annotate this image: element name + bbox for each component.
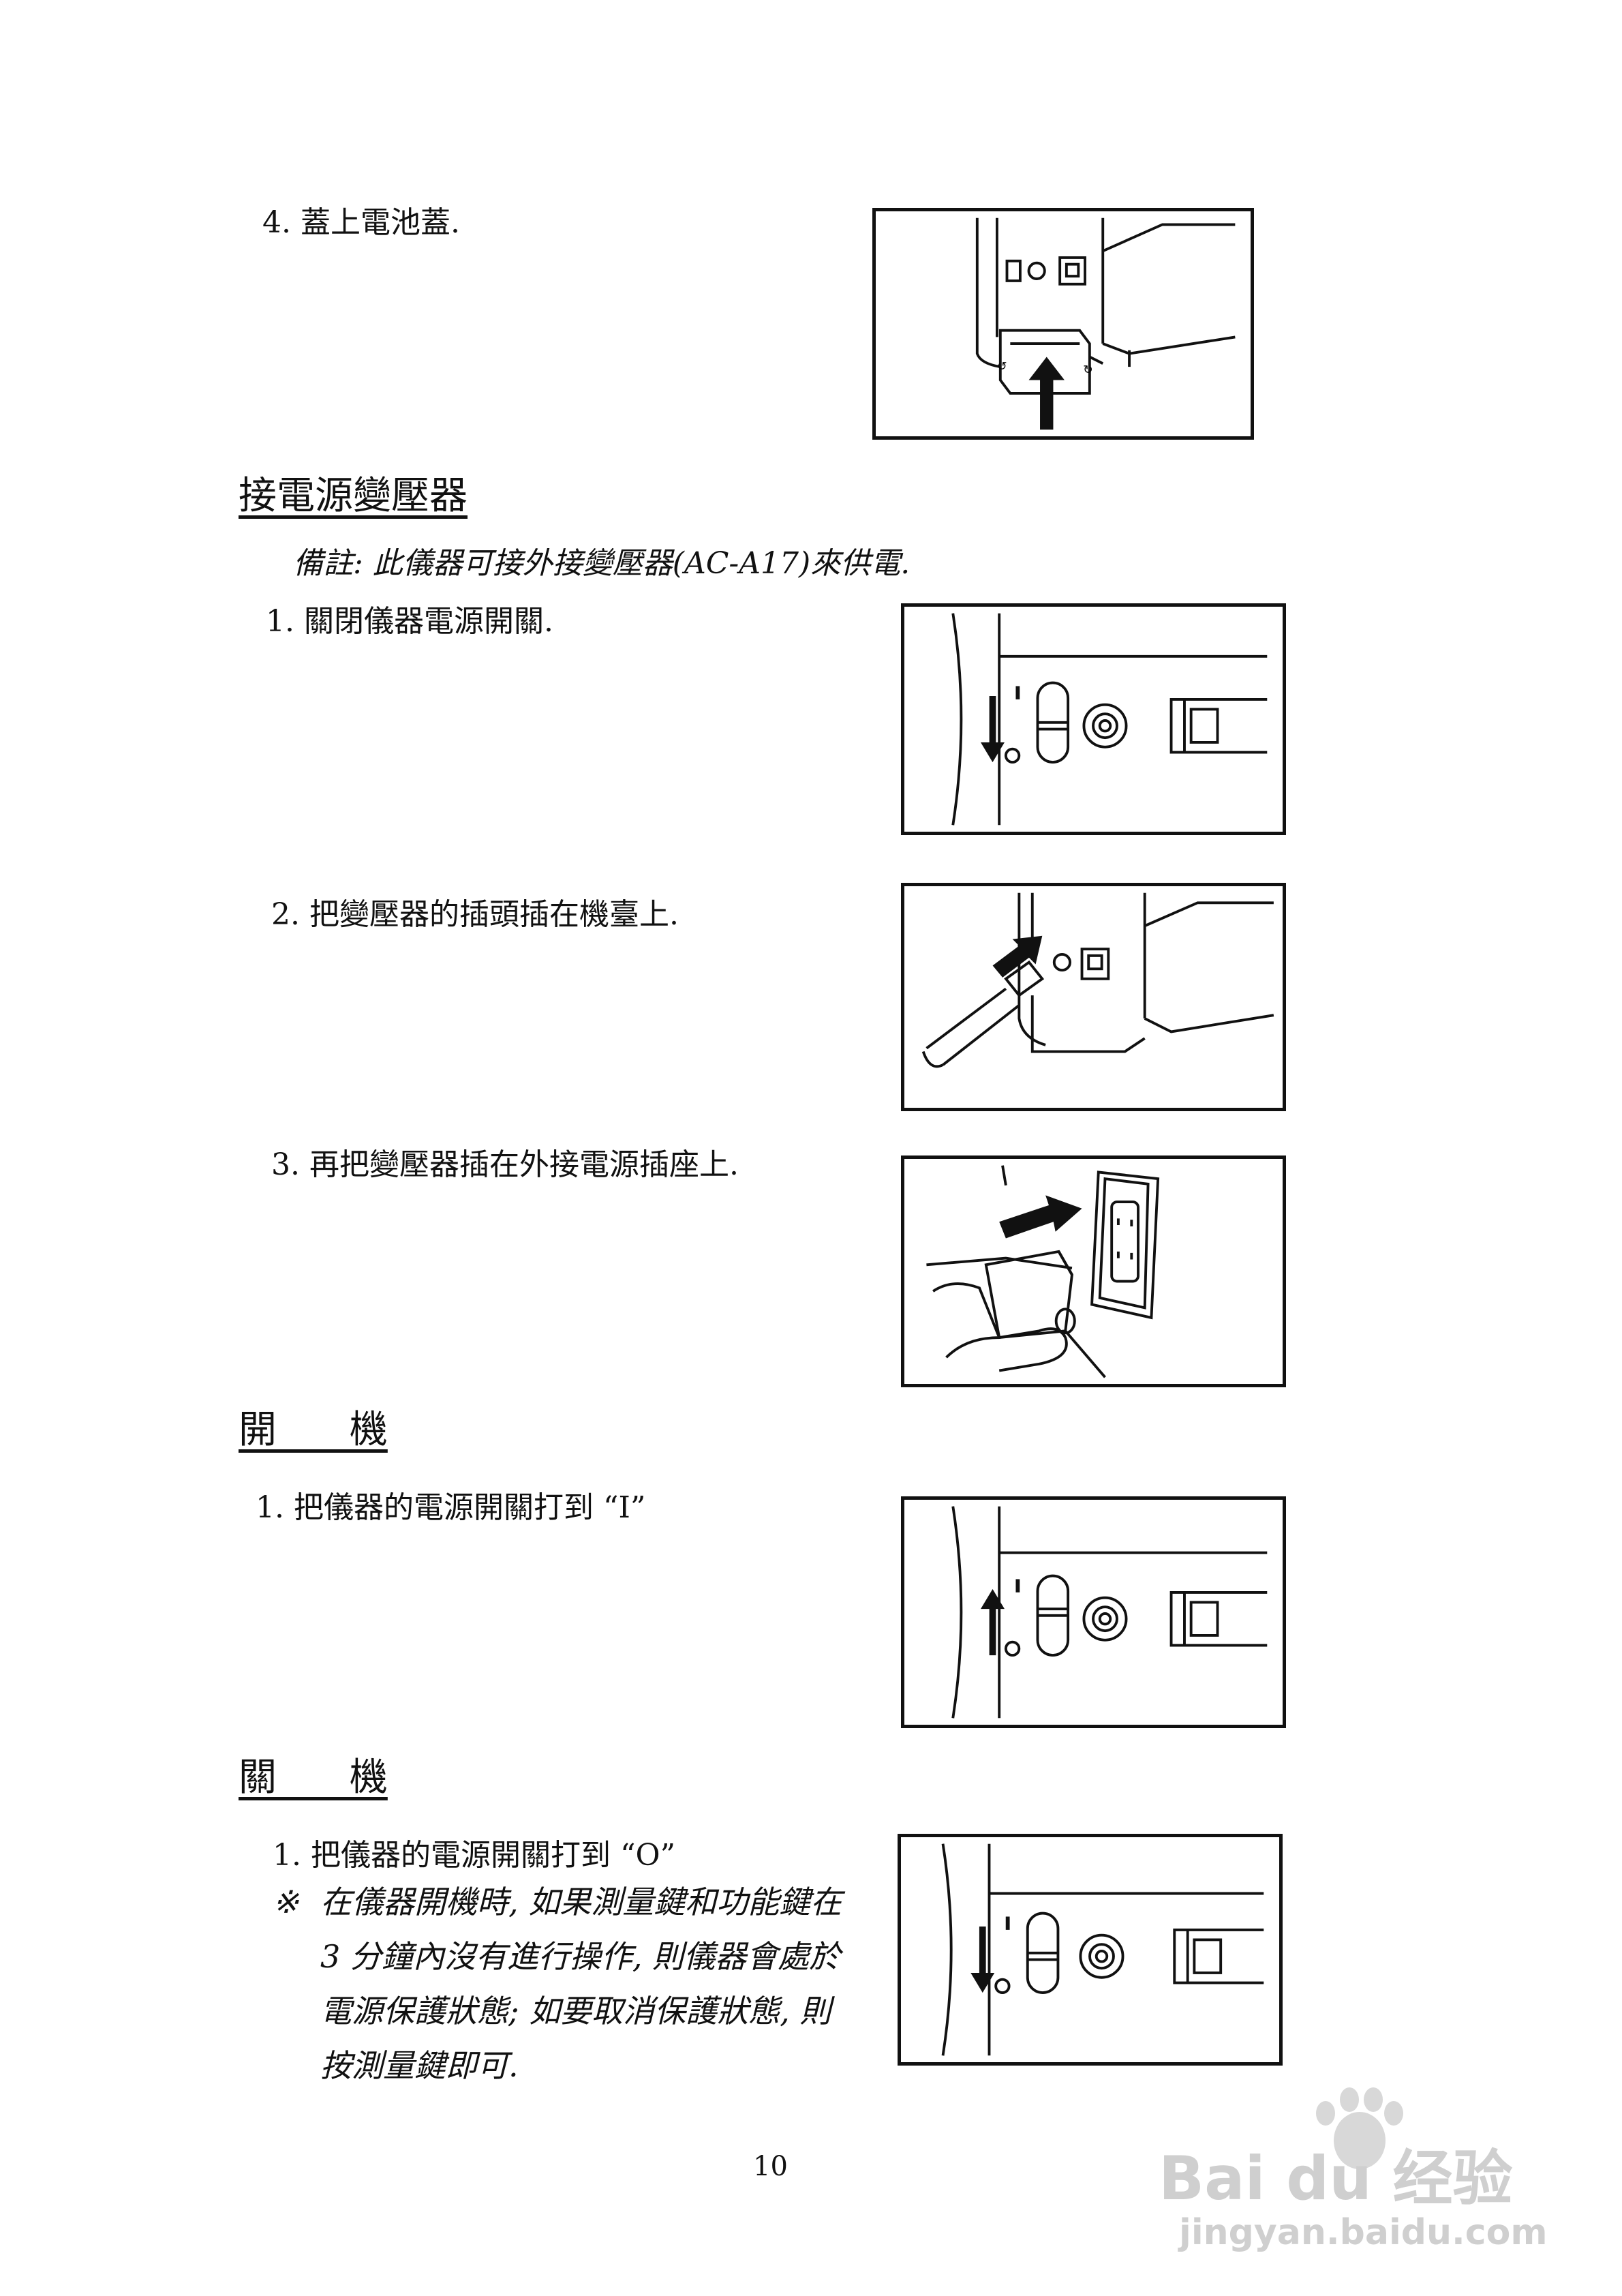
power-off-step-1: 1. 把儀器的電源開關打到 “O” (273, 1838, 676, 1873)
adapter-note: 備註: 此儀器可接外接變壓器(AC-A17)來供電. (293, 546, 911, 581)
adapter-step-3: 3. 再把變壓器插在外接電源插座上. (271, 1147, 739, 1182)
step-battery-cover: 4. 蓋上電池蓋. (262, 205, 460, 240)
power-on-step-1: 1. 把儀器的電源開關打到 “I” (256, 1490, 646, 1525)
plug-into-unit-illustration (921, 892, 1274, 1068)
power-save-tip: 在儀器開機時, 如果測量鍵和功能鍵在 3 分鐘內沒有進行操作, 則儀器會處於電源… (320, 1884, 842, 2084)
switch-on-figure (901, 1496, 1286, 1728)
watermark-url: jingyan.baidu.com (1179, 2212, 1548, 2253)
section-heading-adapter: 接電源變壓器 (239, 474, 468, 518)
paw-icon (1316, 2087, 1403, 2169)
section-heading-power-on: 開 機 (239, 1408, 388, 1452)
battery-cover-illustration: ↺ ↻ (975, 217, 1236, 430)
switch-off-illustration (951, 613, 1268, 826)
watermark-logo: Bai du 经验 jingyan.baidu.com (1152, 2072, 1588, 2263)
watermark-brand: Bai du 经验 (1159, 2143, 1513, 2214)
adapter-into-outlet-figure (901, 1155, 1286, 1387)
svg-text:↻: ↻ (1083, 363, 1093, 376)
section-heading-power-off: 關 機 (239, 1755, 388, 1800)
svg-text:↺: ↺ (997, 359, 1007, 373)
switch-off-figure (901, 603, 1286, 835)
switch-off-illustration-2 (941, 1843, 1264, 2056)
page-number: 10 (753, 2151, 788, 2182)
switch-off-figure-2 (898, 1834, 1283, 2066)
switch-on-illustration (951, 1506, 1268, 1719)
tip-reference-mark: ※ (273, 1884, 299, 1920)
battery-cover-figure: ↺ ↻ (872, 208, 1254, 440)
adapter-step-1: 1. 關閉儀器電源開關. (266, 604, 553, 639)
plug-into-unit-figure (901, 883, 1286, 1111)
adapter-into-outlet-illustration (926, 1165, 1160, 1378)
adapter-step-2: 2. 把變壓器的插頭插在機臺上. (271, 897, 679, 932)
